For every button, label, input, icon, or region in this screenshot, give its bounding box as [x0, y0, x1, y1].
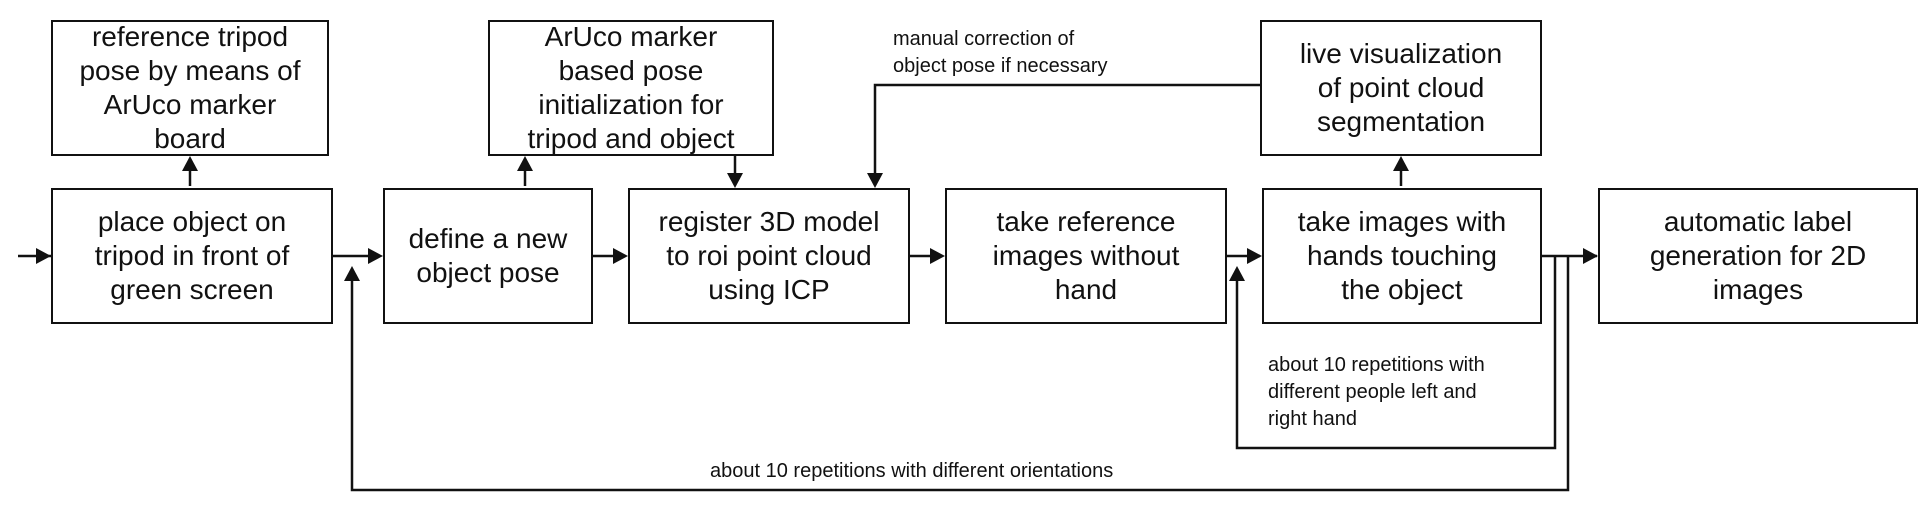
register-model-box: register 3D model to roi point cloud usi… [628, 188, 910, 324]
hand-repetition-loop [1235, 256, 1557, 450]
place-object-box: place object on tripod in front of green… [51, 188, 333, 324]
orientation-loop-arrowhead [344, 266, 360, 281]
reference-tripod-pose-box: reference tripod pose by means of ArUco … [51, 20, 329, 156]
define-arrowhead [368, 248, 383, 264]
orientation-repetitions-note: about 10 repetitions with different orie… [710, 460, 1114, 482]
reference-arrowhead [930, 248, 945, 264]
orientation-repetition-loop [350, 256, 1570, 492]
entry-arrowhead [36, 248, 51, 264]
tripod-pose-arrowhead [182, 156, 198, 171]
hand-images-box: take images with hands touching the obje… [1262, 188, 1542, 324]
aruco-arrowhead [517, 156, 533, 171]
define-pose-box: define a new object pose [383, 188, 593, 324]
visualization-arrowhead [1393, 156, 1409, 171]
label-arrowhead [1583, 248, 1598, 264]
manual-correction-note: manual correction of object pose if nece… [893, 28, 1108, 77]
live-visualization-box: live visualization of point cloud segmen… [1260, 20, 1542, 156]
register-arrowhead [613, 248, 628, 264]
hand-arrowhead [1247, 248, 1262, 264]
label-generation-box: automatic label generation for 2D images [1598, 188, 1918, 324]
manual-correction-arrowhead [867, 173, 883, 188]
register-down-arrowhead [727, 173, 743, 188]
aruco-initialization-box: ArUco marker based pose initialization f… [488, 20, 774, 156]
manual-correction-path [873, 83, 1260, 178]
hand-repetitions-note: about 10 repetitions with different peop… [1268, 354, 1485, 430]
hand-loop-arrowhead [1229, 266, 1245, 281]
reference-images-box: take reference images without hand [945, 188, 1227, 324]
